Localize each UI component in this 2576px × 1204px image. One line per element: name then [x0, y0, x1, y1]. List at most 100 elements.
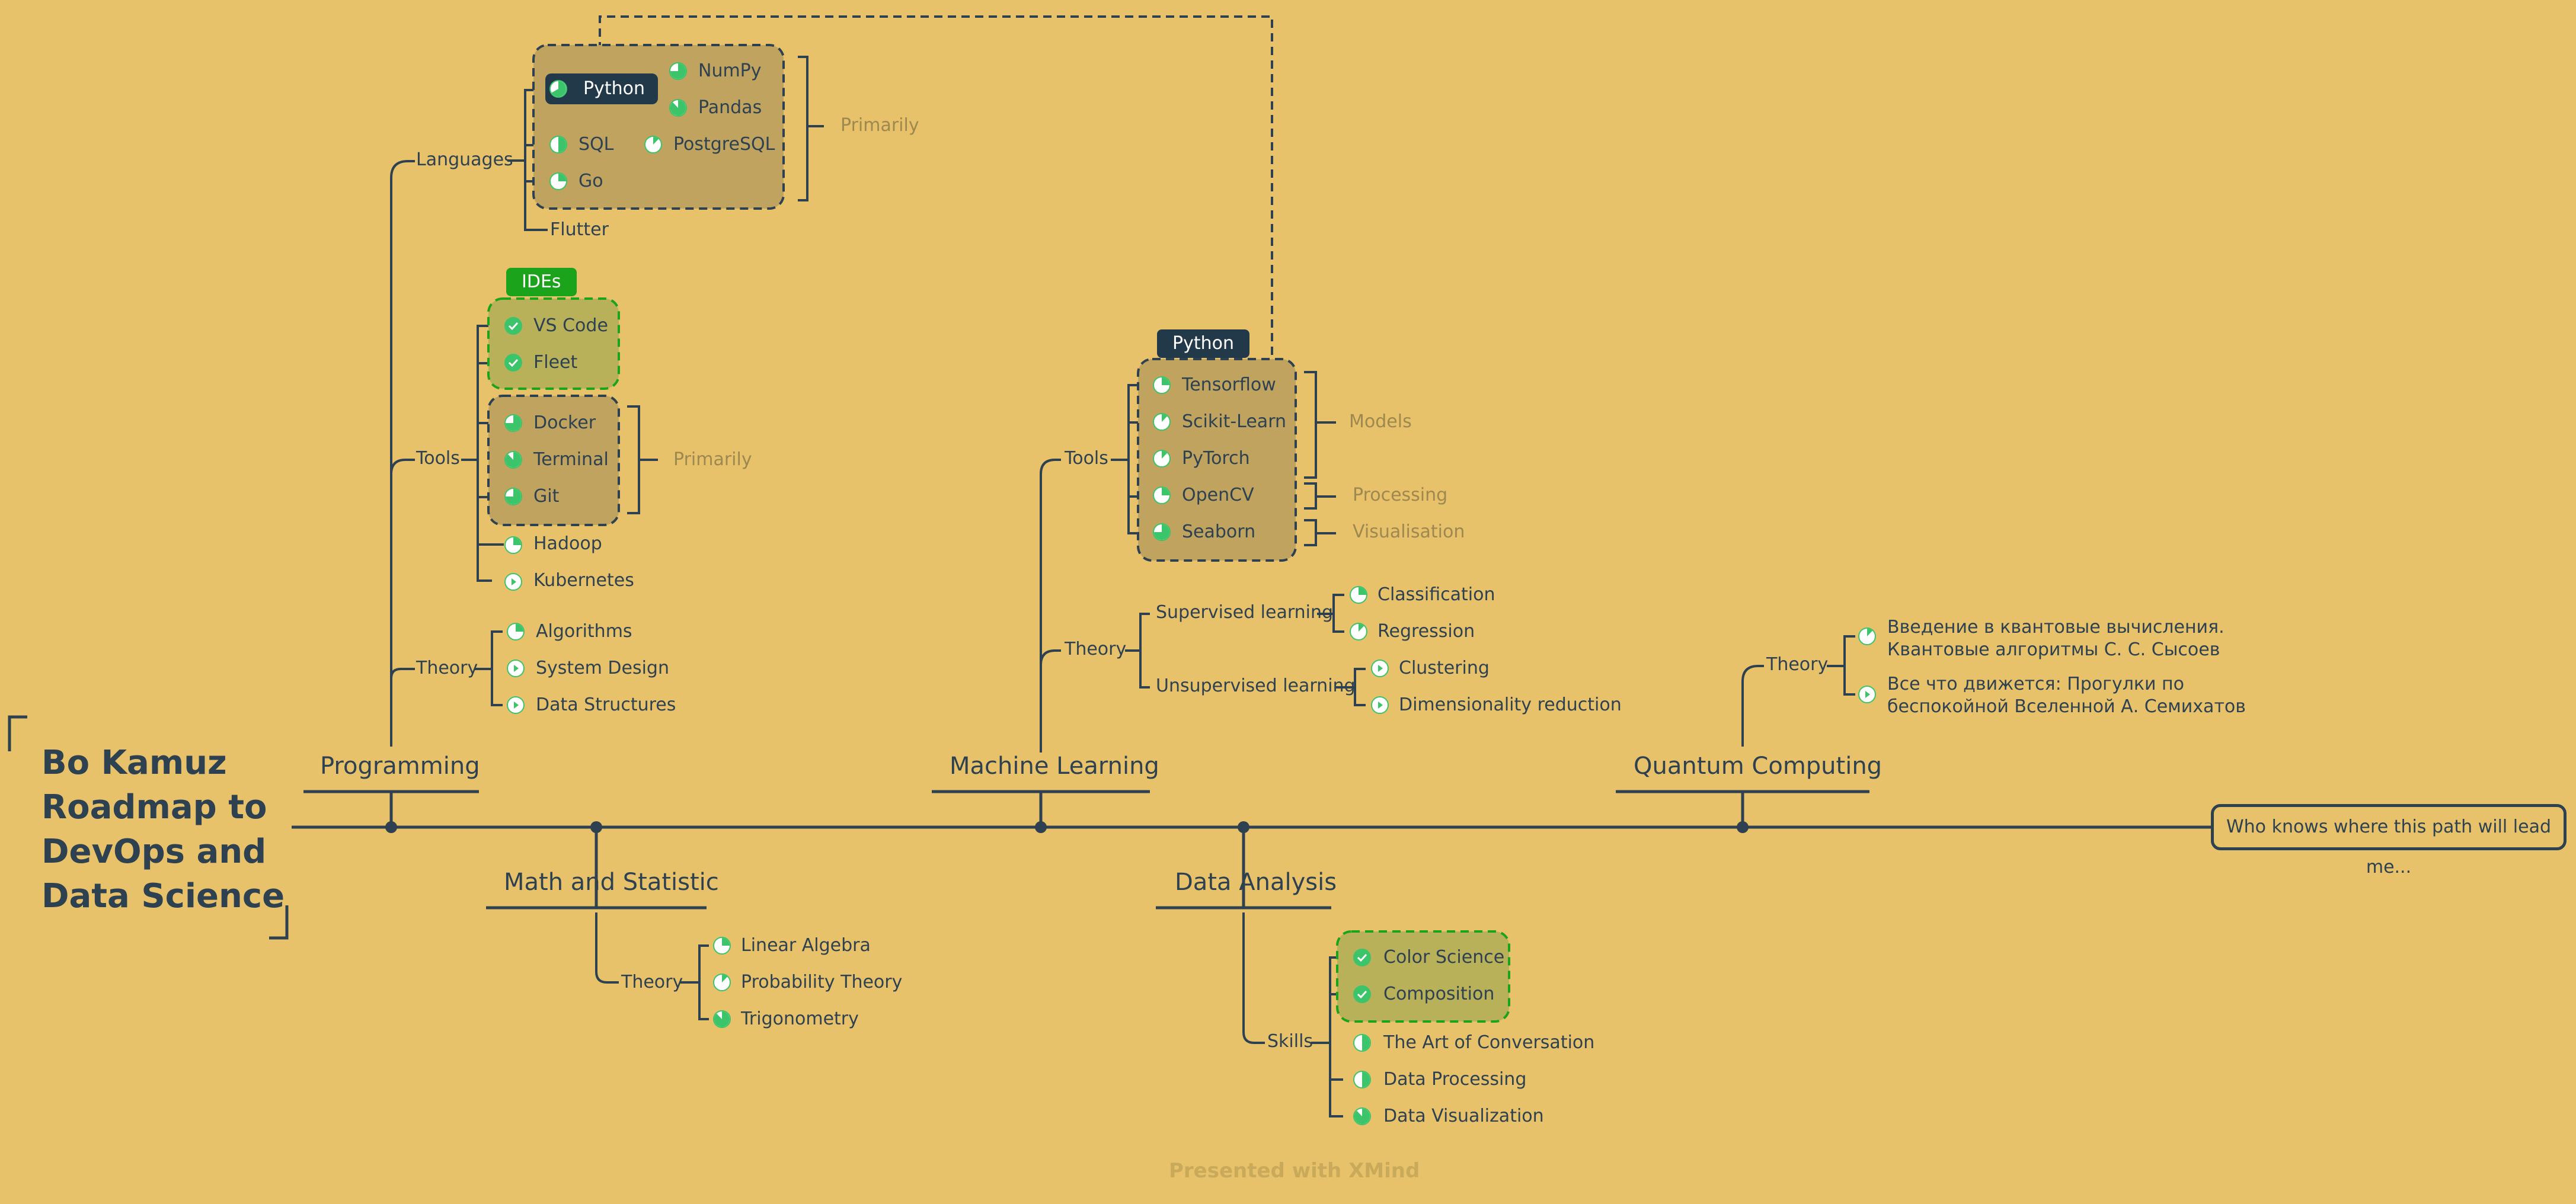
- clustering-node[interactable]: Clustering: [1399, 658, 1490, 678]
- book-line: Квантовые алгоритмы С. С. Сысоев: [1887, 639, 2220, 660]
- title-line: Data Science: [41, 877, 285, 915]
- supervised-learning-node[interactable]: Supervised learning: [1156, 602, 1334, 623]
- start-icon: [1371, 696, 1389, 714]
- pytorch-node[interactable]: PyTorch: [1182, 448, 1250, 469]
- dimensionality-reduction-node[interactable]: Dimensionality reduction: [1399, 694, 1622, 715]
- terminal-node[interactable]: Terminal: [533, 449, 609, 470]
- ml-theory-node[interactable]: Theory: [1065, 639, 1127, 659]
- opencv-node[interactable]: OpenCV: [1182, 485, 1254, 505]
- color-science-node[interactable]: Color Science: [1383, 947, 1505, 968]
- vscode-node[interactable]: VS Code: [533, 315, 608, 336]
- tools-node[interactable]: Tools: [416, 448, 460, 469]
- data-processing-node[interactable]: Data Processing: [1383, 1069, 1527, 1090]
- progress-icon: [507, 623, 525, 641]
- title-line: DevOps and: [41, 832, 267, 871]
- hadoop-node[interactable]: Hadoop: [533, 533, 602, 554]
- title-line: Bo Kamuz: [41, 744, 227, 782]
- book-line: беспокойной Вселенной А. Семихатов: [1887, 696, 2246, 717]
- branch-math[interactable]: Math and Statistic: [504, 869, 719, 896]
- progress-icon: [713, 974, 731, 991]
- progress-icon: [644, 136, 662, 153]
- languages-node[interactable]: Languages: [416, 149, 513, 170]
- skills-node[interactable]: Skills: [1267, 1031, 1313, 1052]
- progress-icon: [1858, 627, 1876, 645]
- kubernetes-node[interactable]: Kubernetes: [533, 570, 634, 591]
- progress-icon: [504, 488, 522, 505]
- programming-theory-node[interactable]: Theory: [416, 658, 478, 678]
- check-icon: [1353, 949, 1371, 966]
- primarily-label-languages[interactable]: Primarily: [840, 115, 919, 136]
- progress-icon: [1350, 623, 1367, 641]
- flutter-node[interactable]: Flutter: [550, 219, 609, 240]
- qc-book-2-node[interactable]: Все что движется: Прогулки по беспокойно…: [1887, 673, 2246, 718]
- final-note[interactable]: Who knows where this path will lead me..…: [2211, 804, 2567, 878]
- progress-icon: [504, 451, 522, 469]
- check-icon: [504, 317, 522, 335]
- progress-icon: [549, 172, 567, 190]
- progress-icon: [1153, 523, 1171, 541]
- branch-programming[interactable]: Programming: [320, 752, 480, 780]
- progress-icon: [713, 937, 731, 955]
- docker-node[interactable]: Docker: [533, 412, 596, 433]
- progress-icon: [1350, 586, 1367, 604]
- python-tag[interactable]: Python: [1157, 329, 1249, 358]
- visualisation-label[interactable]: Visualisation: [1353, 521, 1465, 542]
- footer-credit: Presented with XMind: [1169, 1159, 1420, 1183]
- regression-node[interactable]: Regression: [1378, 621, 1475, 642]
- scikit-learn-node[interactable]: Scikit-Learn: [1182, 411, 1287, 432]
- progress-icon: [1153, 486, 1171, 504]
- progress-icon: [504, 414, 522, 432]
- numpy-node[interactable]: NumPy: [698, 60, 762, 81]
- sql-node[interactable]: SQL: [579, 134, 614, 155]
- progress-icon: [504, 536, 522, 554]
- unsupervised-learning-node[interactable]: Unsupervised learning: [1156, 675, 1356, 696]
- classification-node[interactable]: Classification: [1378, 584, 1495, 605]
- processing-label[interactable]: Processing: [1353, 485, 1448, 505]
- fleet-node[interactable]: Fleet: [533, 352, 578, 373]
- progress-icon: [1353, 1107, 1371, 1125]
- conversation-node[interactable]: The Art of Conversation: [1383, 1032, 1595, 1053]
- postgresql-node[interactable]: PostgreSQL: [673, 134, 775, 155]
- models-label[interactable]: Models: [1349, 411, 1412, 432]
- progress-icon: [1153, 376, 1171, 394]
- seaborn-node[interactable]: Seaborn: [1182, 521, 1256, 542]
- check-icon: [1353, 985, 1371, 1003]
- math-theory-node[interactable]: Theory: [621, 972, 683, 992]
- book-line: Все что движется: Прогулки по: [1887, 674, 2184, 694]
- start-icon: [507, 659, 525, 677]
- branch-machine-learning[interactable]: Machine Learning: [950, 752, 1159, 780]
- algorithms-node[interactable]: Algorithms: [536, 621, 632, 642]
- start-icon: [1371, 659, 1389, 677]
- primarily-label-tools[interactable]: Primarily: [673, 449, 752, 470]
- pandas-node[interactable]: Pandas: [698, 97, 762, 118]
- book-line: Введение в квантовые вычисления.: [1887, 617, 2225, 638]
- probability-theory-node[interactable]: Probability Theory: [741, 972, 903, 992]
- python-label: Python: [583, 78, 645, 99]
- progress-icon: [1153, 450, 1171, 467]
- branch-quantum-computing[interactable]: Quantum Computing: [1634, 752, 1883, 780]
- branch-data-analysis[interactable]: Data Analysis: [1175, 869, 1337, 896]
- qc-book-1-node[interactable]: Введение в квантовые вычисления. Квантов…: [1887, 616, 2225, 661]
- git-node[interactable]: Git: [533, 486, 560, 507]
- start-icon: [1858, 686, 1876, 703]
- progress-icon: [1353, 1071, 1371, 1088]
- progress-icon: [549, 136, 567, 153]
- data-structures-node[interactable]: Data Structures: [536, 694, 676, 715]
- ides-tag[interactable]: IDEs: [506, 268, 577, 296]
- qc-theory-node[interactable]: Theory: [1766, 654, 1829, 675]
- trigonometry-node[interactable]: Trigonometry: [741, 1008, 859, 1029]
- tensorflow-node[interactable]: Tensorflow: [1182, 374, 1276, 395]
- ml-tools-node[interactable]: Tools: [1065, 448, 1108, 469]
- progress-icon: [669, 62, 687, 80]
- system-design-node[interactable]: System Design: [536, 658, 669, 678]
- start-icon: [504, 573, 522, 591]
- linear-algebra-node[interactable]: Linear Algebra: [741, 935, 871, 956]
- progress-icon: [669, 99, 687, 117]
- go-node[interactable]: Go: [579, 171, 603, 191]
- progress-icon: [549, 80, 567, 98]
- data-visualization-node[interactable]: Data Visualization: [1383, 1106, 1544, 1126]
- composition-node[interactable]: Composition: [1383, 984, 1495, 1004]
- map-title[interactable]: Bo Kamuz Roadmap to DevOps and Data Scie…: [41, 741, 285, 918]
